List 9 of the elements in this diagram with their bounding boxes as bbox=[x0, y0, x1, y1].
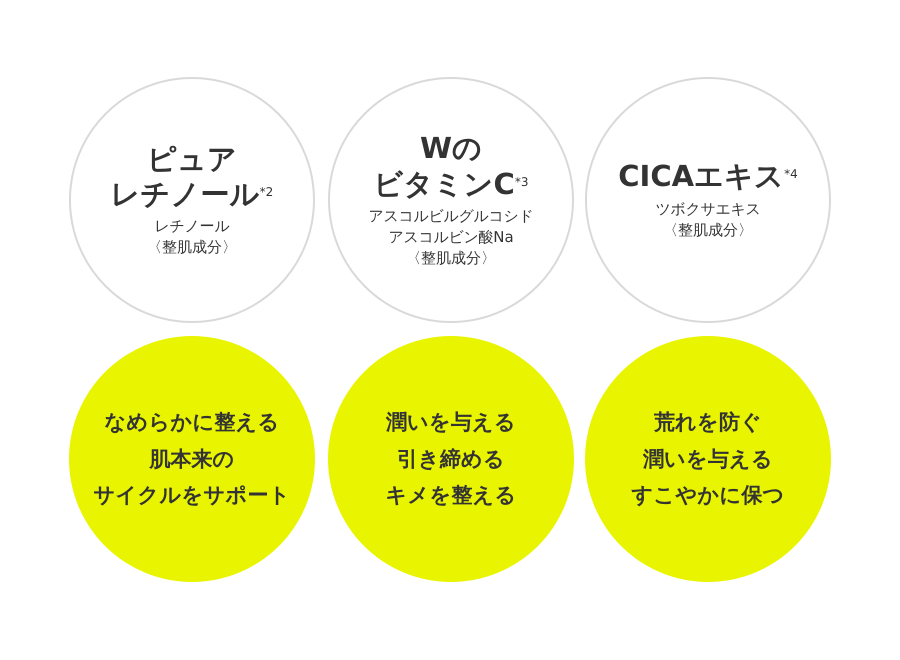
benefit-text: 荒れを防ぐ潤いを与えるすこやかに保つ bbox=[632, 408, 784, 510]
ingredient-description: アスコルビルグルコシドアスコルビン酸Na〈整肌成分〉 bbox=[368, 206, 534, 269]
ingredient-description: レチノール〈整肌成分〉 bbox=[147, 216, 237, 258]
ingredient-heading: ピュアレチノール$^{*2}$ bbox=[110, 142, 274, 212]
ingredient-heading: WのビタミンC$^{*3}$ bbox=[374, 131, 528, 202]
ingredient-description: ツボクサエキス〈整肌成分〉 bbox=[656, 198, 760, 241]
ingredient-heading: CICAエキス$^{*4}$ bbox=[618, 159, 798, 195]
benefit-text: 潤いを与える引き締めるキメを整える bbox=[386, 408, 516, 510]
benefit-text: なめらかに整える肌本来のサイクルをサポート bbox=[94, 408, 290, 510]
